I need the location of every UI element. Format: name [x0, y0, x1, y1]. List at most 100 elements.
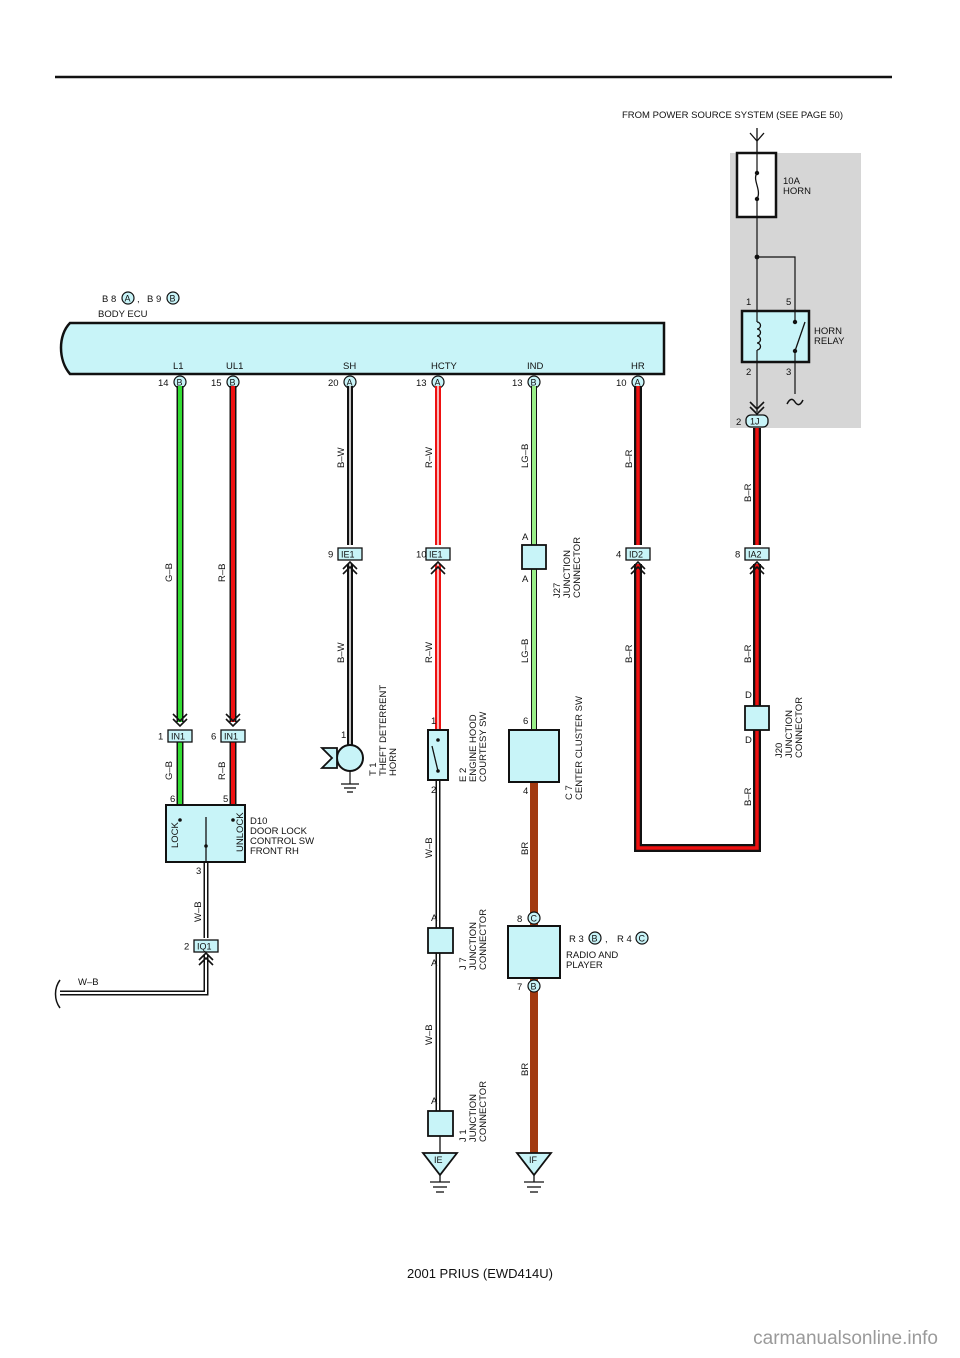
watermark: carmanualsonline.info [753, 1328, 938, 1349]
ecu-terminal-badge: B [177, 378, 183, 388]
c7-pin4: 4 [523, 786, 528, 797]
ecu-terminal-name: L1 [173, 361, 184, 372]
wire-label: R–W [424, 447, 435, 468]
connector-ie1-b [425, 547, 451, 561]
wire-label: B–W [336, 642, 347, 663]
d10-pin6: 6 [170, 794, 175, 805]
ground-if [515, 1152, 553, 1193]
svg-text:C 7: C 7 [564, 785, 575, 800]
wire-label: B–W [336, 447, 347, 468]
c7-label: C 7 CENTER CLUSTER SW [564, 696, 585, 800]
d10-contact-unlock [231, 818, 235, 822]
connector-1j-pin: 2 [736, 417, 741, 428]
ground-ie-label: IE [434, 1155, 443, 1165]
ecu-terminal-badge: B [531, 378, 537, 388]
fuse-rating: 10A [783, 176, 801, 187]
svg-text:T 1: T 1 [368, 762, 379, 776]
svg-text:THEFT DETERRENT: THEFT DETERRENT [378, 685, 389, 776]
radio-pin8-badge: C [531, 914, 538, 924]
t1-pin: 1 [341, 730, 346, 741]
j27-junction [521, 544, 547, 570]
ecu-terminal-badge: B [230, 378, 236, 388]
svg-text:CENTER CLUSTER SW: CENTER CLUSTER SW [574, 696, 585, 800]
j20-pin-bottom: D [745, 735, 752, 746]
wire-label: R–B [217, 762, 228, 780]
svg-text:J 1: J 1 [458, 1129, 469, 1142]
connector-id2 [625, 547, 651, 561]
d10-label-l1: D10 [250, 816, 267, 827]
connector-code: IN1 [171, 732, 185, 742]
wire-label: G–B [164, 761, 175, 780]
ecu-terminal-badge: A [635, 378, 641, 388]
ecu-terminal-name: UL1 [226, 361, 243, 372]
ecu-name: BODY ECU [98, 309, 148, 320]
j7-junction [427, 927, 454, 954]
wire-label: W–B [424, 1024, 435, 1045]
radio-pin7-badge-circle [527, 979, 541, 993]
ground-ie [421, 1152, 459, 1193]
connector-pin: 10 [416, 550, 427, 561]
j1-pin: A [431, 1096, 438, 1107]
connector-code: ID2 [629, 550, 643, 560]
ecu-terminal-pin: 13 [512, 378, 523, 389]
ecu-terminal-name: SH [343, 361, 356, 372]
j1-label: J 1 JUNCTION CONNECTOR [458, 1081, 489, 1142]
d10-pin3: 3 [196, 866, 201, 877]
wire-label: W–B [193, 901, 204, 922]
t1-label: T 1 THEFT DETERRENT HORN [368, 685, 399, 776]
wire-label: W–B [424, 837, 435, 858]
w-b-break-mark [54, 979, 61, 1009]
svg-text:LOCK: LOCK [170, 821, 181, 848]
connector-1j-code: 1J [750, 417, 760, 427]
wire-label: B–R [743, 483, 754, 502]
radio-pin8: 8 [517, 914, 522, 925]
e2-switch-blade [431, 745, 439, 772]
radio-conn-sep: , [605, 934, 608, 945]
j27-label: J27 JUNCTION CONNECTOR [552, 537, 583, 598]
wire-label: G–B [164, 563, 175, 582]
wire-label: LG–B [520, 444, 531, 468]
ecu-terminal-pin: 15 [211, 378, 222, 389]
j27-pin-top: A [522, 532, 529, 543]
ecu-terminal-pin: 20 [328, 378, 339, 389]
ecu-conn2-num: B 9 [147, 294, 161, 305]
j20-pin-top: D [745, 690, 752, 701]
svg-text:JUNCTION: JUNCTION [468, 1094, 479, 1142]
wire-label: BR [520, 1063, 531, 1076]
radio-conn1-num: R 3 [569, 934, 584, 945]
relay-switch-blade [794, 321, 806, 352]
connector-ia2 [744, 547, 770, 561]
j20-label: J20 JUNCTION CONNECTOR [774, 697, 805, 758]
footer-model: 2001 PRIUS (EWD414U) [407, 1266, 553, 1281]
radio-conn2-num: R 4 [617, 934, 632, 945]
radio-and-player [507, 925, 561, 979]
svg-text:JUNCTION: JUNCTION [784, 710, 795, 758]
ecu-conn-sep: , [137, 294, 140, 305]
svg-text:J20: J20 [774, 743, 785, 758]
wire-label: BR [520, 842, 531, 855]
ecu-conn1-badge-circle [121, 291, 135, 305]
c7-pin6: 6 [523, 716, 528, 727]
e2-contact-top [436, 738, 440, 742]
connector-pin: 8 [735, 550, 740, 561]
wire-label: R–W [424, 642, 435, 663]
ecu-conn2-badge-circle [166, 291, 180, 305]
fuse-element [754, 172, 760, 200]
svg-text:JUNCTION: JUNCTION [468, 922, 479, 970]
svg-text:CONNECTOR: CONNECTOR [478, 909, 489, 970]
ground-if-label: IF [529, 1155, 538, 1165]
wire-label: W–B [78, 977, 99, 988]
wire-continue-mark [786, 398, 804, 406]
fuse-name: HORN [783, 186, 811, 197]
body-ecu-box [59, 321, 666, 376]
svg-text:J27: J27 [552, 583, 563, 598]
svg-text:J 7: J 7 [458, 957, 469, 970]
ecu-terminal-pin: 13 [416, 378, 427, 389]
ecu-terminal-badge: A [347, 378, 353, 388]
body-ecu-break [60, 322, 71, 375]
connector-code: IE1 [429, 550, 443, 560]
wire-label: LG–B [520, 639, 531, 663]
svg-text:JUNCTION: JUNCTION [562, 550, 573, 598]
